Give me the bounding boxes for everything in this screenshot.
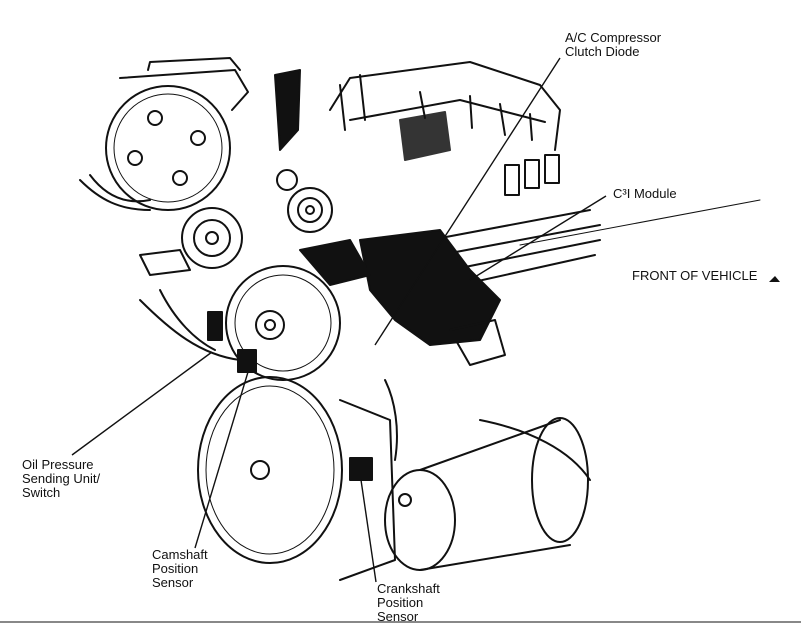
- hoses-wiring: [79, 174, 591, 481]
- leader-ac-diode: [374, 57, 561, 346]
- leader-camshaft: [194, 371, 249, 549]
- arrow-icon: [769, 276, 780, 282]
- camshaft-sensor-body: [237, 349, 257, 373]
- label-c3i-module: C³I Module: [613, 186, 677, 201]
- leader-crankshaft: [360, 479, 377, 583]
- starter-motor: [349, 417, 589, 571]
- crank-pulley: [225, 265, 341, 381]
- leader-lines: [71, 57, 607, 583]
- leader-oil-pressure: [71, 351, 213, 456]
- ignition-module-block: [274, 69, 506, 366]
- label-oil-pressure: Oil Pressure Sending Unit/ Switch: [22, 457, 101, 500]
- water-pump-pulley: [105, 57, 249, 211]
- intake-manifold: [329, 61, 761, 286]
- oil-pressure-switch-body: [207, 311, 223, 341]
- label-front-of-vehicle: FRONT OF VEHICLE: [632, 268, 758, 283]
- idler-pulleys: [181, 169, 333, 269]
- leader-c3i: [469, 195, 607, 281]
- label-camshaft: Camshaft Position Sensor: [152, 547, 208, 590]
- label-ac-diode: A/C Compressor Clutch Diode: [565, 30, 662, 59]
- label-crankshaft: Crankshaft Position Sensor: [377, 581, 440, 624]
- harmonic-balancer: [197, 376, 396, 581]
